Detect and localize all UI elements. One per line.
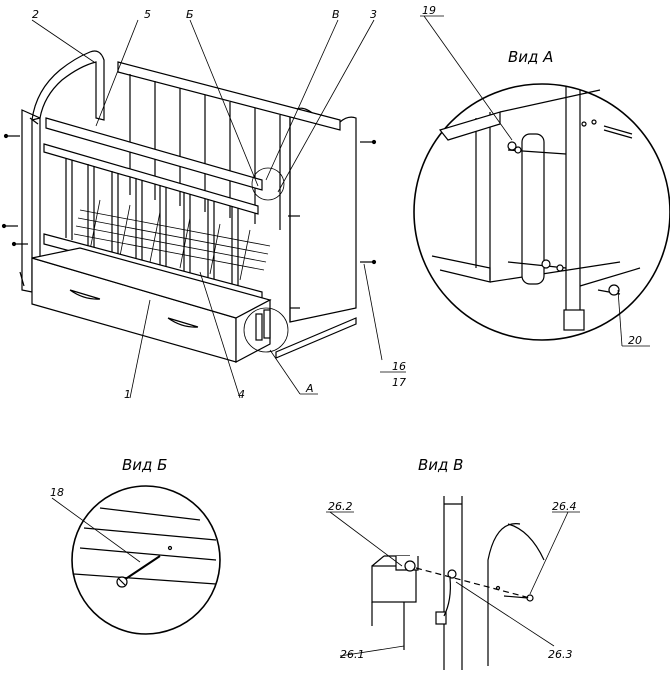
view-b-detail — [51, 485, 221, 635]
detail-circle-v — [251, 167, 285, 201]
screws-right — [288, 139, 377, 309]
bottom-stretcher — [275, 317, 357, 359]
label-16: 16 — [392, 360, 406, 373]
label-26-3: 26.3 — [548, 648, 573, 661]
label-20: 20 — [628, 334, 642, 347]
crib-assembly — [1, 50, 377, 363]
label-1: 1 — [124, 388, 131, 401]
label-26-4: 26.4 — [552, 500, 577, 513]
bracket-parts — [19, 271, 271, 341]
label-5: 5 — [144, 8, 151, 21]
drawer-handle-left — [69, 289, 101, 300]
right-headboard — [289, 107, 357, 323]
left-headboard — [21, 50, 105, 293]
leader-lines-main — [31, 19, 406, 399]
view-a-title: Вид А — [508, 48, 553, 66]
base-slats — [73, 199, 271, 281]
label-19: 19 — [422, 4, 436, 17]
label-b-top: Б — [186, 8, 194, 21]
drawer-handle-right — [167, 317, 199, 328]
label-2: 2 — [32, 8, 39, 21]
part-labels: 2 5 Б В 3 1 4 А 16 17 19 20 18 26.2 26.4… — [32, 4, 642, 661]
label-4: 4 — [238, 388, 245, 401]
label-v-top: В — [332, 8, 340, 21]
label-a: А — [305, 382, 314, 395]
back-top-rail — [117, 61, 341, 131]
view-titles: Вид А Вид Б Вид В — [122, 48, 553, 474]
front-top-rail — [45, 117, 263, 191]
view-v-detail — [326, 496, 580, 670]
screws-left — [1, 117, 39, 247]
front-slats — [65, 158, 239, 294]
label-3: 3 — [370, 8, 377, 21]
label-18: 18 — [50, 486, 64, 499]
label-26-2: 26.2 — [328, 500, 353, 513]
label-17: 17 — [392, 376, 406, 389]
view-b-title: Вид Б — [122, 456, 167, 474]
view-v-title: Вид В — [418, 456, 463, 474]
detail-circle-a — [243, 307, 289, 353]
label-26-1: 26.1 — [340, 648, 365, 661]
view-a-detail — [413, 15, 670, 347]
front-mid-rail — [43, 143, 259, 215]
